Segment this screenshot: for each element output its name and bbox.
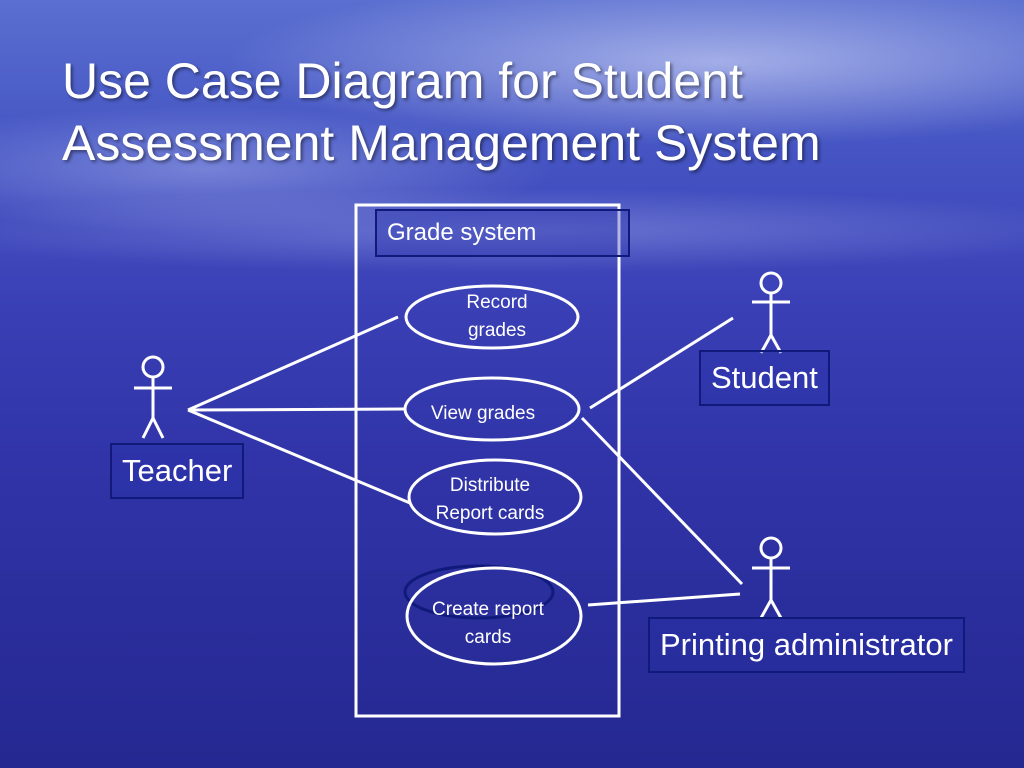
- use-case-ellipse: [404, 284, 580, 350]
- actor-label-printing-administrator: Printing administrator: [648, 617, 965, 673]
- use-case-ellipse: [403, 376, 581, 442]
- assoc-printing-admin-create-report-cards: [587, 592, 741, 607]
- actor-label-teacher: Teacher: [110, 443, 245, 499]
- system-boundary: [354, 203, 621, 718]
- assoc-printing-admin-view-grades: [580, 416, 744, 586]
- use-case-label: cards: [465, 627, 511, 648]
- assoc-teacher-record-grades: [187, 315, 399, 412]
- use-case-ellipse: [407, 458, 583, 536]
- student-actor-icon: [752, 271, 790, 354]
- use-case-label: grades: [468, 320, 526, 341]
- actor-label-student: Student: [699, 350, 830, 406]
- associations: [187, 315, 744, 607]
- use-case-label: Create report: [432, 599, 545, 620]
- slide-title: Use Case Diagram for Student Assessment …: [62, 50, 962, 174]
- use-case-create-report-cards: Create report cards: [403, 564, 583, 666]
- assoc-teacher-distribute-report-cards: [187, 408, 411, 505]
- system-label: Grade system: [375, 209, 630, 257]
- use-case-view-grades: View grades: [403, 376, 581, 442]
- use-case-label: Report cards: [436, 503, 545, 524]
- printing-administrator-actor-icon: [752, 536, 790, 619]
- assoc-teacher-view-grades: [187, 407, 405, 412]
- title-line-1: Use Case Diagram for Student: [62, 53, 743, 109]
- use-case-label: Distribute: [450, 475, 530, 496]
- title-line-2: Assessment Management System: [62, 115, 821, 171]
- teacher-actor-icon: [134, 355, 172, 439]
- use-case-ellipse-outer: [403, 564, 555, 620]
- use-case-ellipse: [405, 566, 583, 666]
- use-case-label: Record: [466, 292, 527, 313]
- use-case-record-grades: Record grades: [404, 284, 580, 350]
- assoc-student-view-grades: [589, 316, 734, 410]
- use-case-distribute-report-cards: Distribute Report cards: [407, 458, 583, 536]
- use-case-label: View grades: [431, 403, 535, 424]
